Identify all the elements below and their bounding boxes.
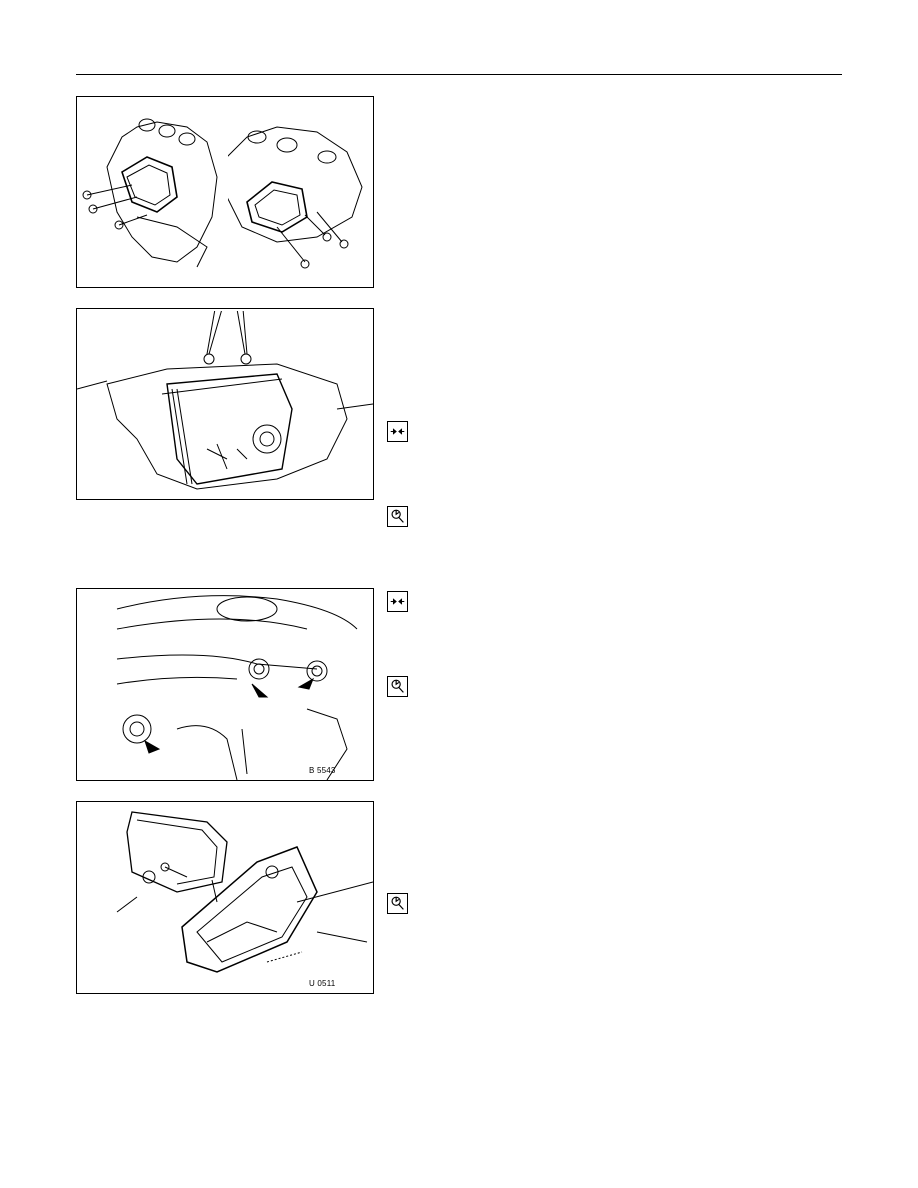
- torque-wrench-icon: [387, 893, 408, 914]
- engine-brackets-illustration: [82, 117, 363, 277]
- mount-insulator-illustration: [116, 811, 373, 973]
- mount-bolts-figure: B 5543: [76, 588, 374, 781]
- torque-wrench-icon: [387, 506, 408, 527]
- engine-mount-brackets-figure: [76, 96, 374, 288]
- figure-code: B 5543: [309, 766, 336, 775]
- mount-bolts-illustration: [116, 595, 358, 780]
- alignment-arrows-icon: [387, 591, 408, 612]
- header-rule: [76, 74, 842, 75]
- engine-hoist-figure: [76, 308, 374, 500]
- figure-border-gap: [105, 309, 345, 311]
- engine-hoist-illustration: [77, 309, 373, 490]
- figure-code: U 0511: [309, 979, 336, 988]
- torque-wrench-icon: [387, 676, 408, 697]
- mount-insulator-figure: U 0511: [76, 801, 374, 994]
- alignment-arrows-icon: [387, 421, 408, 442]
